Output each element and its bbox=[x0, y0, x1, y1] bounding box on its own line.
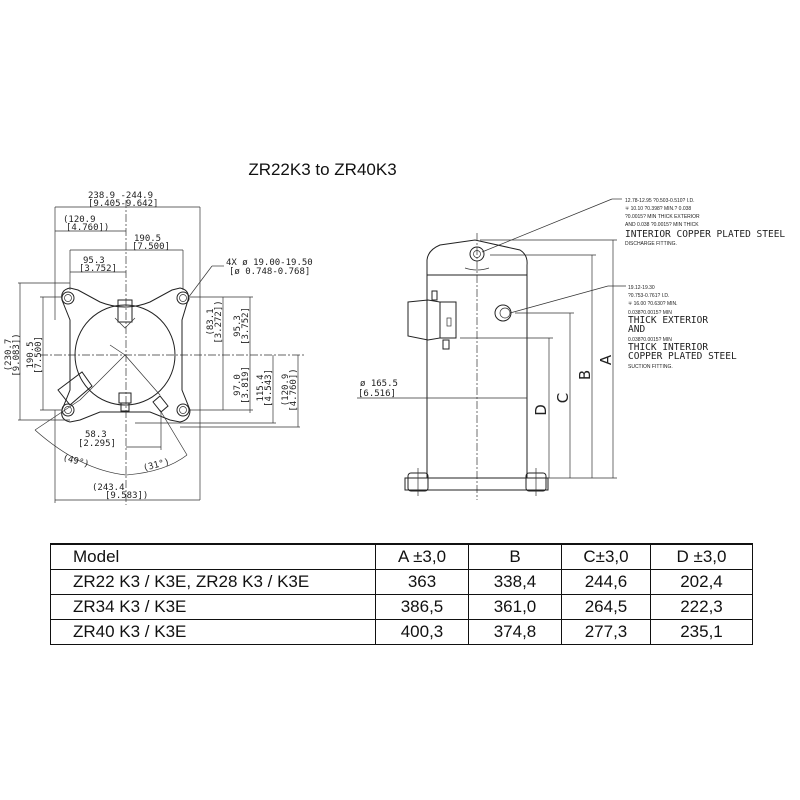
dim-overall-height: (230.7 bbox=[4, 339, 14, 372]
dim-label-b: B bbox=[576, 370, 594, 380]
dim-label-c: C bbox=[554, 393, 572, 403]
header-model: Model bbox=[50, 543, 376, 570]
discharge-material: INTERIOR COPPER PLATED STEEL bbox=[625, 229, 785, 240]
cell-c: 244,6 bbox=[561, 569, 651, 595]
cell-a: 363 bbox=[375, 569, 469, 595]
header-b: B bbox=[468, 543, 562, 570]
suction-big-3: THICK INTERIOR bbox=[628, 342, 708, 353]
dim-offset-in: [2.295] bbox=[78, 439, 116, 449]
dim-half-bolt-x-in: [3.752] bbox=[79, 264, 117, 274]
table-row: ZR22 K3 / K3E, ZR28 K3 / K3E 363 338,4 2… bbox=[50, 569, 753, 595]
top-view: 238.9 -244.9 [9.405-9.642] (120.9 [4.760… bbox=[4, 191, 313, 505]
cell-model: ZR22 K3 / K3E, ZR28 K3 / K3E bbox=[50, 569, 376, 595]
side-view: A B C D ø 165.5 [6.516] 12.78-12.95 ?0.5… bbox=[357, 198, 785, 500]
dim-half-bolt-y-in: [3.752] bbox=[241, 307, 251, 345]
cell-d: 235,1 bbox=[650, 619, 753, 645]
dim-half-bolt-y: 95.3 bbox=[233, 315, 243, 337]
dim-holes-in: [ø 0.748-0.768] bbox=[229, 267, 310, 277]
dim-lower-2-in: [4.543] bbox=[264, 369, 274, 407]
angle-right: (31°) bbox=[142, 457, 171, 474]
dim-half-width: (120.9 bbox=[63, 215, 96, 225]
cell-b: 374,8 bbox=[468, 619, 562, 645]
suction-line-2: ?0.753-0.761? I.D. bbox=[628, 293, 669, 299]
dim-diameter-in: [6.516] bbox=[358, 389, 396, 399]
table-row: ZR34 K3 / K3E 386,5 361,0 264,5 222,3 bbox=[50, 594, 753, 620]
header-c: C±3,0 bbox=[561, 543, 651, 570]
dim-upper-fitting-in: [3.272]) bbox=[214, 300, 224, 343]
discharge-line-3: ?0.0015? MIN THICK EXTERIOR bbox=[625, 214, 700, 220]
cell-a: 400,3 bbox=[375, 619, 469, 645]
suction-big-4: COPPER PLATED STEEL bbox=[628, 351, 737, 362]
cell-model: ZR40 K3 / K3E bbox=[50, 619, 376, 645]
dim-bolt-y-in: [7.500] bbox=[34, 336, 44, 374]
discharge-caption: DISCHARGE FITTING. bbox=[625, 241, 677, 247]
suction-big-2: AND bbox=[628, 324, 645, 335]
discharge-line-4: AND 0.038 ?0.0015? MIN THICK bbox=[625, 222, 699, 228]
dim-overall-bottom-in: [9.583]) bbox=[105, 491, 148, 501]
table-row: ZR40 K3 / K3E 400,3 374,8 277,3 235,1 bbox=[50, 619, 753, 645]
dim-lower-3: (120.9 bbox=[281, 374, 291, 407]
table-header-row: Model A ±3,0 B C±3,0 D ±3,0 bbox=[50, 543, 753, 570]
drawing-title: ZR22K3 to ZR40K3 bbox=[248, 160, 397, 179]
dim-lower-2: 115.4 bbox=[256, 374, 266, 401]
dim-half-bolt-x: 95.3 bbox=[83, 256, 105, 266]
suction-big-1: THICK EXTERIOR bbox=[628, 315, 708, 326]
cell-c: 277,3 bbox=[561, 619, 651, 645]
dim-holes: 4X ø 19.00-19.50 bbox=[226, 258, 313, 268]
discharge-line-1: 12.78-12.95 ?0.503-0.510? I.D. bbox=[625, 198, 695, 204]
dim-lower-1: 97.0 bbox=[233, 374, 243, 396]
cell-b: 338,4 bbox=[468, 569, 562, 595]
suction-line-3: ∓ 16.00 ?0.630? MIN. bbox=[628, 301, 678, 307]
dim-lower-1-in: [3.819] bbox=[241, 366, 251, 404]
dim-overall-width-in: [9.405-9.642] bbox=[88, 199, 158, 209]
discharge-line-2: ∓ 10.10 ?0.398? MIN.? 0.038 bbox=[625, 206, 691, 212]
dim-upper-fitting: (83.1 bbox=[206, 308, 216, 335]
cell-model: ZR34 K3 / K3E bbox=[50, 594, 376, 620]
dim-lower-3-in: [4.760]) bbox=[289, 368, 299, 411]
cell-c: 264,5 bbox=[561, 594, 651, 620]
suction-line-1: 19.12-19.30 bbox=[628, 285, 655, 291]
cell-d: 222,3 bbox=[650, 594, 753, 620]
dim-offset: 58.3 bbox=[85, 430, 107, 440]
technical-drawing: 238.9 -244.9 [9.405-9.642] (120.9 [4.760… bbox=[4, 191, 785, 505]
header-d: D ±3,0 bbox=[650, 543, 753, 570]
dim-label-d: D bbox=[532, 404, 550, 416]
suction-line-5: 0.038?0.0015? MIN bbox=[628, 337, 672, 343]
cell-b: 361,0 bbox=[468, 594, 562, 620]
dim-bolt-x-in: [7.500] bbox=[132, 242, 170, 252]
angle-left: (49°) bbox=[61, 453, 90, 470]
suction-line-4: 0.038?0.0015? MIN bbox=[628, 310, 672, 316]
dim-bolt-x: 190.5 bbox=[134, 234, 161, 244]
dim-overall-width: 238.9 -244.9 bbox=[88, 191, 153, 201]
dim-bolt-y: 190.5 bbox=[26, 341, 36, 368]
dim-half-width-in: [4.760]) bbox=[66, 223, 109, 233]
dimensions-table: Model A ±3,0 B C±3,0 D ±3,0 ZR22 K3 / K3… bbox=[50, 543, 753, 645]
cell-a: 386,5 bbox=[375, 594, 469, 620]
cell-d: 202,4 bbox=[650, 569, 753, 595]
dim-overall-height-in: [9.083]) bbox=[12, 333, 22, 376]
dim-diameter: ø 165.5 bbox=[360, 379, 398, 389]
suction-caption: SUCTION FITTING. bbox=[628, 364, 673, 370]
header-a: A ±3,0 bbox=[375, 543, 469, 570]
dim-overall-bottom: (243.4 bbox=[92, 483, 125, 493]
dim-label-a: A bbox=[597, 354, 615, 365]
